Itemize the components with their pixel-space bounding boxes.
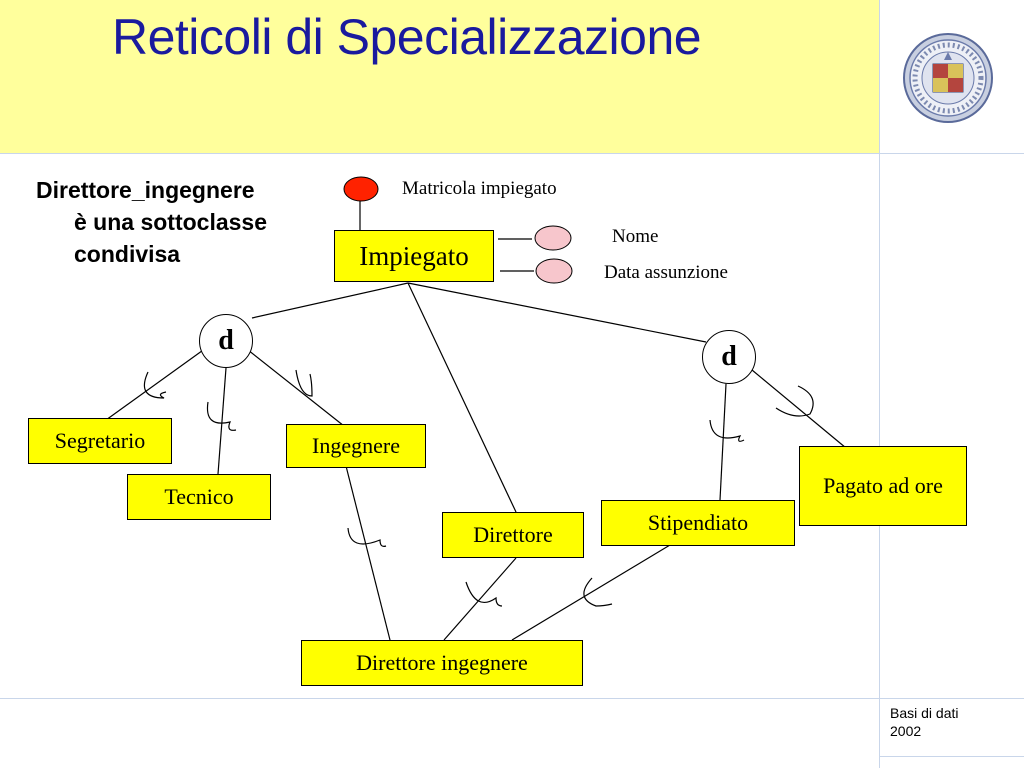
footer-course: Basi di dati — [890, 705, 959, 721]
impiegato-to-direttore — [407, 282, 517, 513]
footer: Basi di dati 2002 — [890, 704, 1010, 740]
attribute-dot — [534, 225, 572, 251]
subset-marker — [295, 369, 313, 397]
direttore-to-dir-ing — [443, 557, 517, 641]
note-line-1: Direttore_ingegnere — [36, 177, 255, 203]
impiegato-to-d1 — [251, 282, 409, 319]
vertical-divider — [879, 0, 880, 768]
entity-ingegnere: Ingegnere — [286, 424, 426, 468]
side-divider — [880, 153, 1024, 154]
subset-marker — [347, 527, 387, 547]
subset-marker — [143, 371, 167, 399]
note-line-3: condivisa — [74, 241, 181, 267]
entity-tecnico: Tecnico — [127, 474, 271, 520]
d1-to-tecnico — [217, 367, 227, 475]
d2-to-pagato — [751, 369, 847, 449]
entity-impiegato: Impiegato — [334, 230, 494, 282]
entity-pagato-ad-ore: Pagato ad ore — [799, 446, 967, 526]
title-band — [0, 0, 880, 153]
subset-marker — [709, 419, 745, 442]
d1-to-segretario — [105, 347, 207, 421]
title-divider — [0, 153, 1024, 154]
subset-marker — [775, 385, 814, 417]
footer-year: 2002 — [890, 723, 922, 739]
university-seal-icon — [903, 33, 993, 123]
stipendiato-to-dir-ing — [511, 544, 671, 641]
d2-to-stipendiato — [719, 383, 727, 501]
slide-title: Reticoli di Specializzazione — [112, 9, 702, 65]
footer-divider — [0, 698, 1024, 699]
entity-segretario: Segretario — [28, 418, 172, 464]
attribute-dot — [535, 258, 573, 284]
footer-divider-right — [880, 756, 1024, 757]
attribute-nome: Nome — [612, 226, 659, 247]
subclass-note: Direttore_ingegnere è una sottoclasse co… — [36, 174, 336, 270]
disjoint-marker: d — [199, 314, 253, 368]
key-attribute-dot — [343, 176, 379, 202]
disjoint-marker: d — [702, 330, 756, 384]
entity-direttore-ingegnere: Direttore ingegnere — [301, 640, 583, 686]
note-line-2: è una sottoclasse — [74, 209, 268, 235]
subset-marker — [206, 401, 237, 431]
attribute-data-assunzione: Data assunzione — [604, 262, 728, 283]
entity-direttore: Direttore — [442, 512, 584, 558]
subset-marker — [583, 577, 613, 607]
entity-stipendiato: Stipendiato — [601, 500, 795, 546]
attribute-matricola: Matricola impiegato — [402, 178, 557, 199]
d1-to-ingegnere — [247, 349, 345, 427]
impiegato-to-d2 — [407, 282, 707, 343]
subset-marker — [465, 581, 503, 607]
ingegnere-to-dir-ing — [345, 465, 391, 641]
diagram-connectors — [105, 176, 847, 641]
